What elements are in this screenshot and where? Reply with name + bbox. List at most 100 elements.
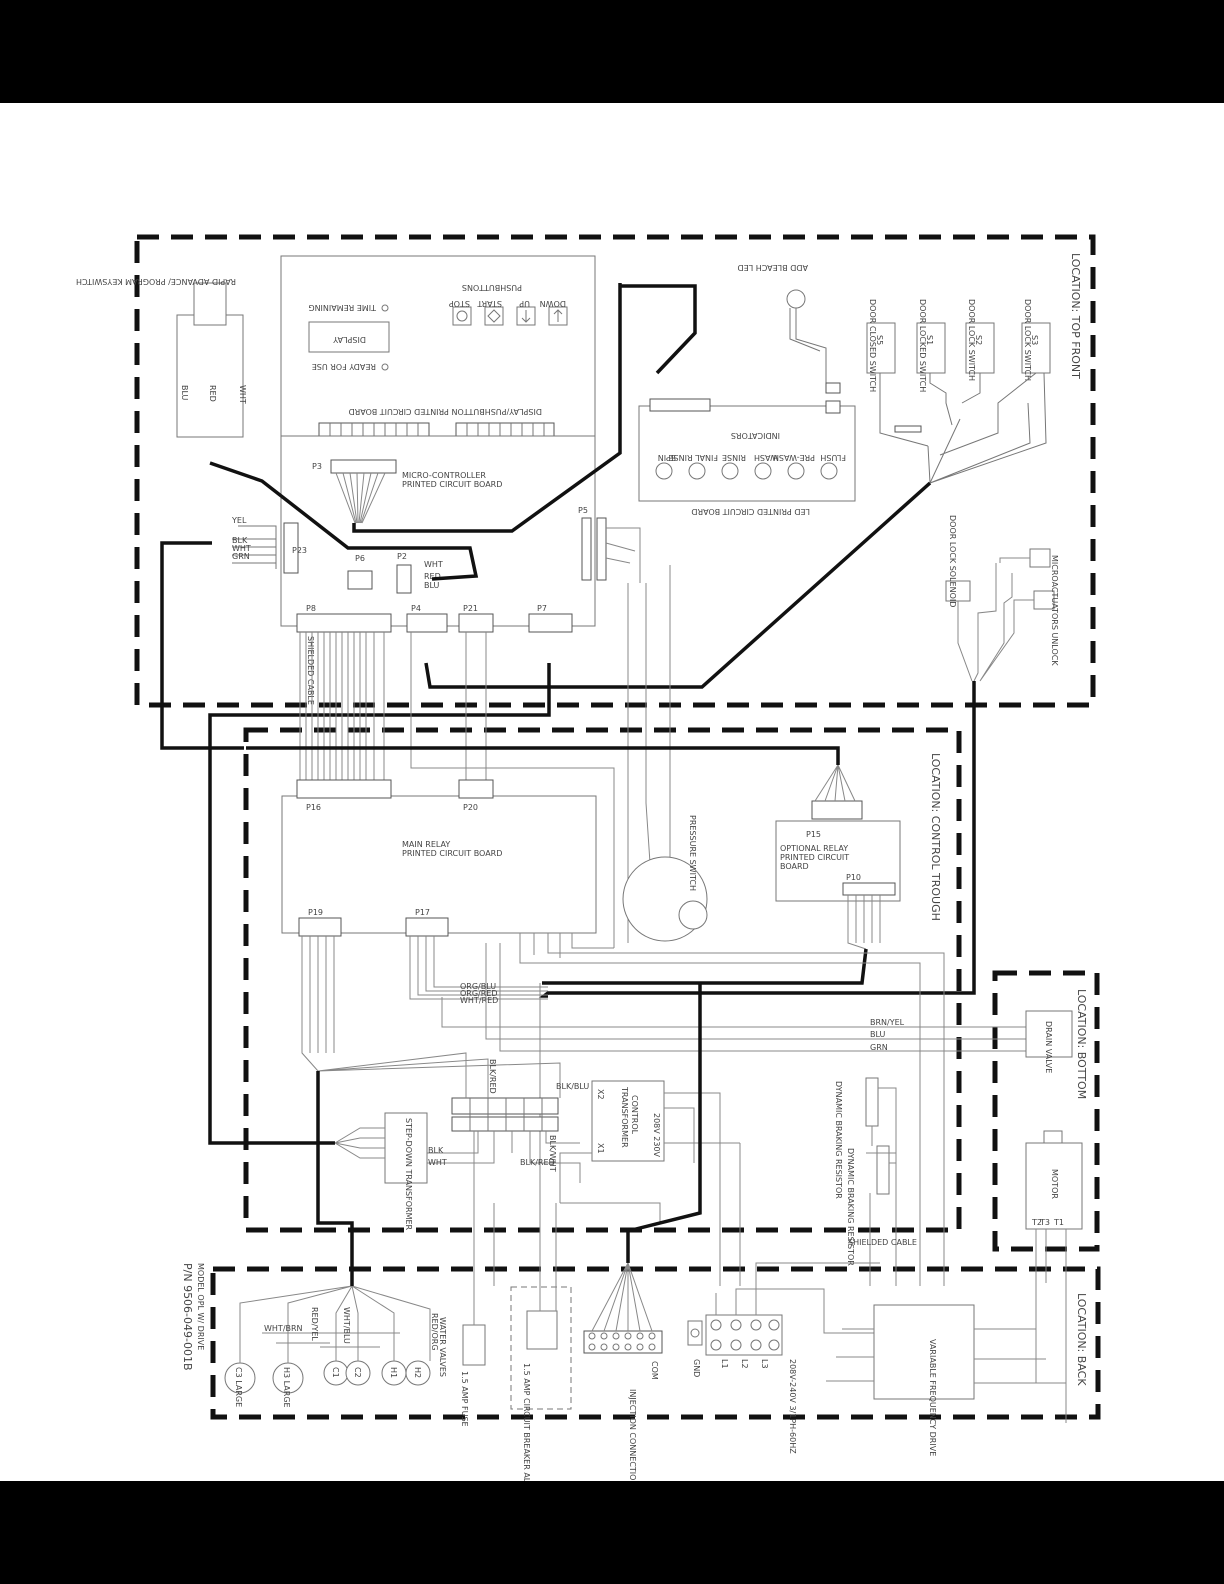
door-lock-solenoid-label: DOOR LOCK SOLENOID <box>948 515 957 607</box>
optional-relay-label-3: BOARD <box>780 862 809 871</box>
wire-label-blk-sd: BLK <box>428 1146 444 1155</box>
microactuators-label: MICROACTUATORS UNLOCK <box>1050 555 1059 666</box>
connector-p7-label: P7 <box>537 604 547 613</box>
p15-wires <box>814 764 856 802</box>
part-number: P/N 9506-049-001B <box>181 1263 194 1371</box>
display-window-label: DISPLAY <box>333 335 366 344</box>
connector-p20-label: P20 <box>463 803 478 812</box>
harness-doorswitch-to-p4[interactable] <box>424 481 932 689</box>
connector-p21-label: P21 <box>463 604 478 613</box>
main-relay-right-wires <box>519 933 945 1286</box>
wire-label-blu-key: BLU <box>180 385 189 401</box>
harness-p7-to-stepdown[interactable] <box>208 663 551 1145</box>
spin-lamp-icon <box>655 462 673 480</box>
indicator-flush: FLUSH <box>820 453 846 462</box>
injection-terminals <box>588 1332 656 1351</box>
button-start-label: START <box>477 299 502 308</box>
prewash-lamp-icon <box>787 462 805 480</box>
shielded-cable-label: SHIELDED CABLE <box>306 636 315 705</box>
harness-solenoid-down[interactable] <box>538 681 976 998</box>
connector-p3-label: P3 <box>312 462 322 471</box>
connector-p15 <box>811 800 863 820</box>
p4-org-wire <box>410 632 615 948</box>
indicator-lamps <box>655 462 838 480</box>
harness-to-valves[interactable] <box>316 1071 354 1286</box>
p19-wires <box>301 936 335 1072</box>
main-relay-board <box>281 795 597 934</box>
power-l1: L1 <box>720 1359 729 1369</box>
switch-s3 <box>1021 322 1051 374</box>
connector-p21 <box>458 613 494 633</box>
wire-label-red-org: RED/ORG <box>430 1313 439 1351</box>
motor-shaft <box>1043 1130 1063 1144</box>
add-bleach-led <box>786 289 806 309</box>
button-up-label: UP <box>519 299 530 308</box>
motor-label: MOTOR <box>1050 1169 1059 1199</box>
stepdown-input-wires <box>334 1127 385 1159</box>
indicator-prewash: PRE-WASH <box>773 453 815 462</box>
start-icon <box>487 309 501 323</box>
indicator-spin: SPIN <box>658 453 676 462</box>
door-switch-wires <box>879 372 1047 484</box>
pushbuttons-label: PUSHBUTTONS <box>462 283 522 292</box>
terminal-block <box>451 1097 559 1115</box>
wire-label-red-yel: RED/YEL <box>310 1307 319 1341</box>
switch-s1-label: S1 <box>925 335 934 345</box>
button-stop-label: STOP <box>449 299 470 308</box>
p10-harness[interactable] <box>542 948 868 985</box>
wire-label-blk-red-tb2: BLK/RED <box>520 1158 555 1167</box>
injection-harness[interactable] <box>626 983 702 1263</box>
bleach-wires <box>789 308 827 383</box>
wiring-diagram: LOCATION: TOP FRONT LOCATION: CONTROL TR… <box>76 234 1101 1481</box>
connector-p10 <box>842 882 896 896</box>
dyn-brake-label-1: DYNAMIC BRAKING RESISTOR <box>834 1081 843 1199</box>
indicator-rinse: RINSE <box>722 453 746 462</box>
switch-s5-label: S5 <box>875 335 884 345</box>
connector-p4-label: P4 <box>411 604 421 613</box>
connector-p19-label: P19 <box>308 908 323 917</box>
p21-wires <box>465 632 487 780</box>
connector-p4 <box>406 613 448 633</box>
wire-label-blk-red-tb: BLK/RED <box>488 1059 497 1094</box>
connector-p16-label: P16 <box>306 803 321 812</box>
fuse-label: 1.5 AMP FUSE <box>460 1371 469 1427</box>
led-board <box>638 405 856 502</box>
ready-for-use-led <box>381 363 389 371</box>
trough-central-bundle <box>317 1052 581 1183</box>
harness-led-to-micro[interactable] <box>352 283 697 533</box>
optional-relay-label: OPTIONAL RELAY <box>780 844 848 853</box>
led-header <box>649 398 711 412</box>
wire-label-org-blu: ORG/BLU <box>460 982 496 991</box>
location-back-label: LOCATION: BACK <box>1075 1293 1088 1386</box>
connector-p15-label: P15 <box>806 830 821 839</box>
led-board-label: LED PRINTED CIRCUIT BOARD <box>691 507 810 516</box>
p15-harness[interactable] <box>246 746 840 765</box>
harness-p23-to-trough[interactable] <box>160 541 244 750</box>
pressure-switch-knob <box>678 900 708 930</box>
button-down-label: DOWN <box>540 299 566 308</box>
injection-label: INJECTION CONNECTIONS <box>628 1389 637 1481</box>
button-stop <box>452 306 472 326</box>
motor <box>1025 1142 1083 1230</box>
model-label: MODEL OPL W/ DRIVE <box>196 1263 205 1350</box>
add-bleach-label: ADD BLEACH LED <box>738 263 808 272</box>
gnd-label: GND <box>692 1359 701 1377</box>
button-start <box>484 306 504 326</box>
indicator-wash: WASH <box>754 453 778 462</box>
valve-c2-label: C2 <box>353 1367 362 1378</box>
switch-s3-name: DOOR LOCK SWITCH <box>1023 299 1032 381</box>
drain-wires <box>441 943 1030 1223</box>
valve-h2-label: H2 <box>413 1367 422 1378</box>
breaker-label: 1.5 AMP CIRCUIT BREAKER ALTERNATE <box>522 1363 531 1481</box>
wire-label-blk-blu-tb: BLK/BLU <box>556 1082 589 1091</box>
wire-label-wht-blu: WHT/BLU <box>342 1307 351 1344</box>
connector-p2-label: P2 <box>397 552 407 561</box>
keyswitch <box>193 282 227 326</box>
valve-c3-label: C3 LARGE <box>234 1367 243 1407</box>
p8-bundle <box>299 632 385 780</box>
harness-keyswitch-to-p2[interactable] <box>209 461 479 581</box>
shielded-cable-back-label: SHIELDED CABLE <box>848 1238 917 1247</box>
display-board-label: DISPLAY/PUSHBUTTON PRINTED CIRCUIT BOARD <box>349 407 542 416</box>
dyn-brake-label-2: DYNAMIC BRAKING RESISTOR <box>846 1148 855 1266</box>
wire-label-blk-wht-tb: BLK/WHT <box>548 1135 557 1172</box>
